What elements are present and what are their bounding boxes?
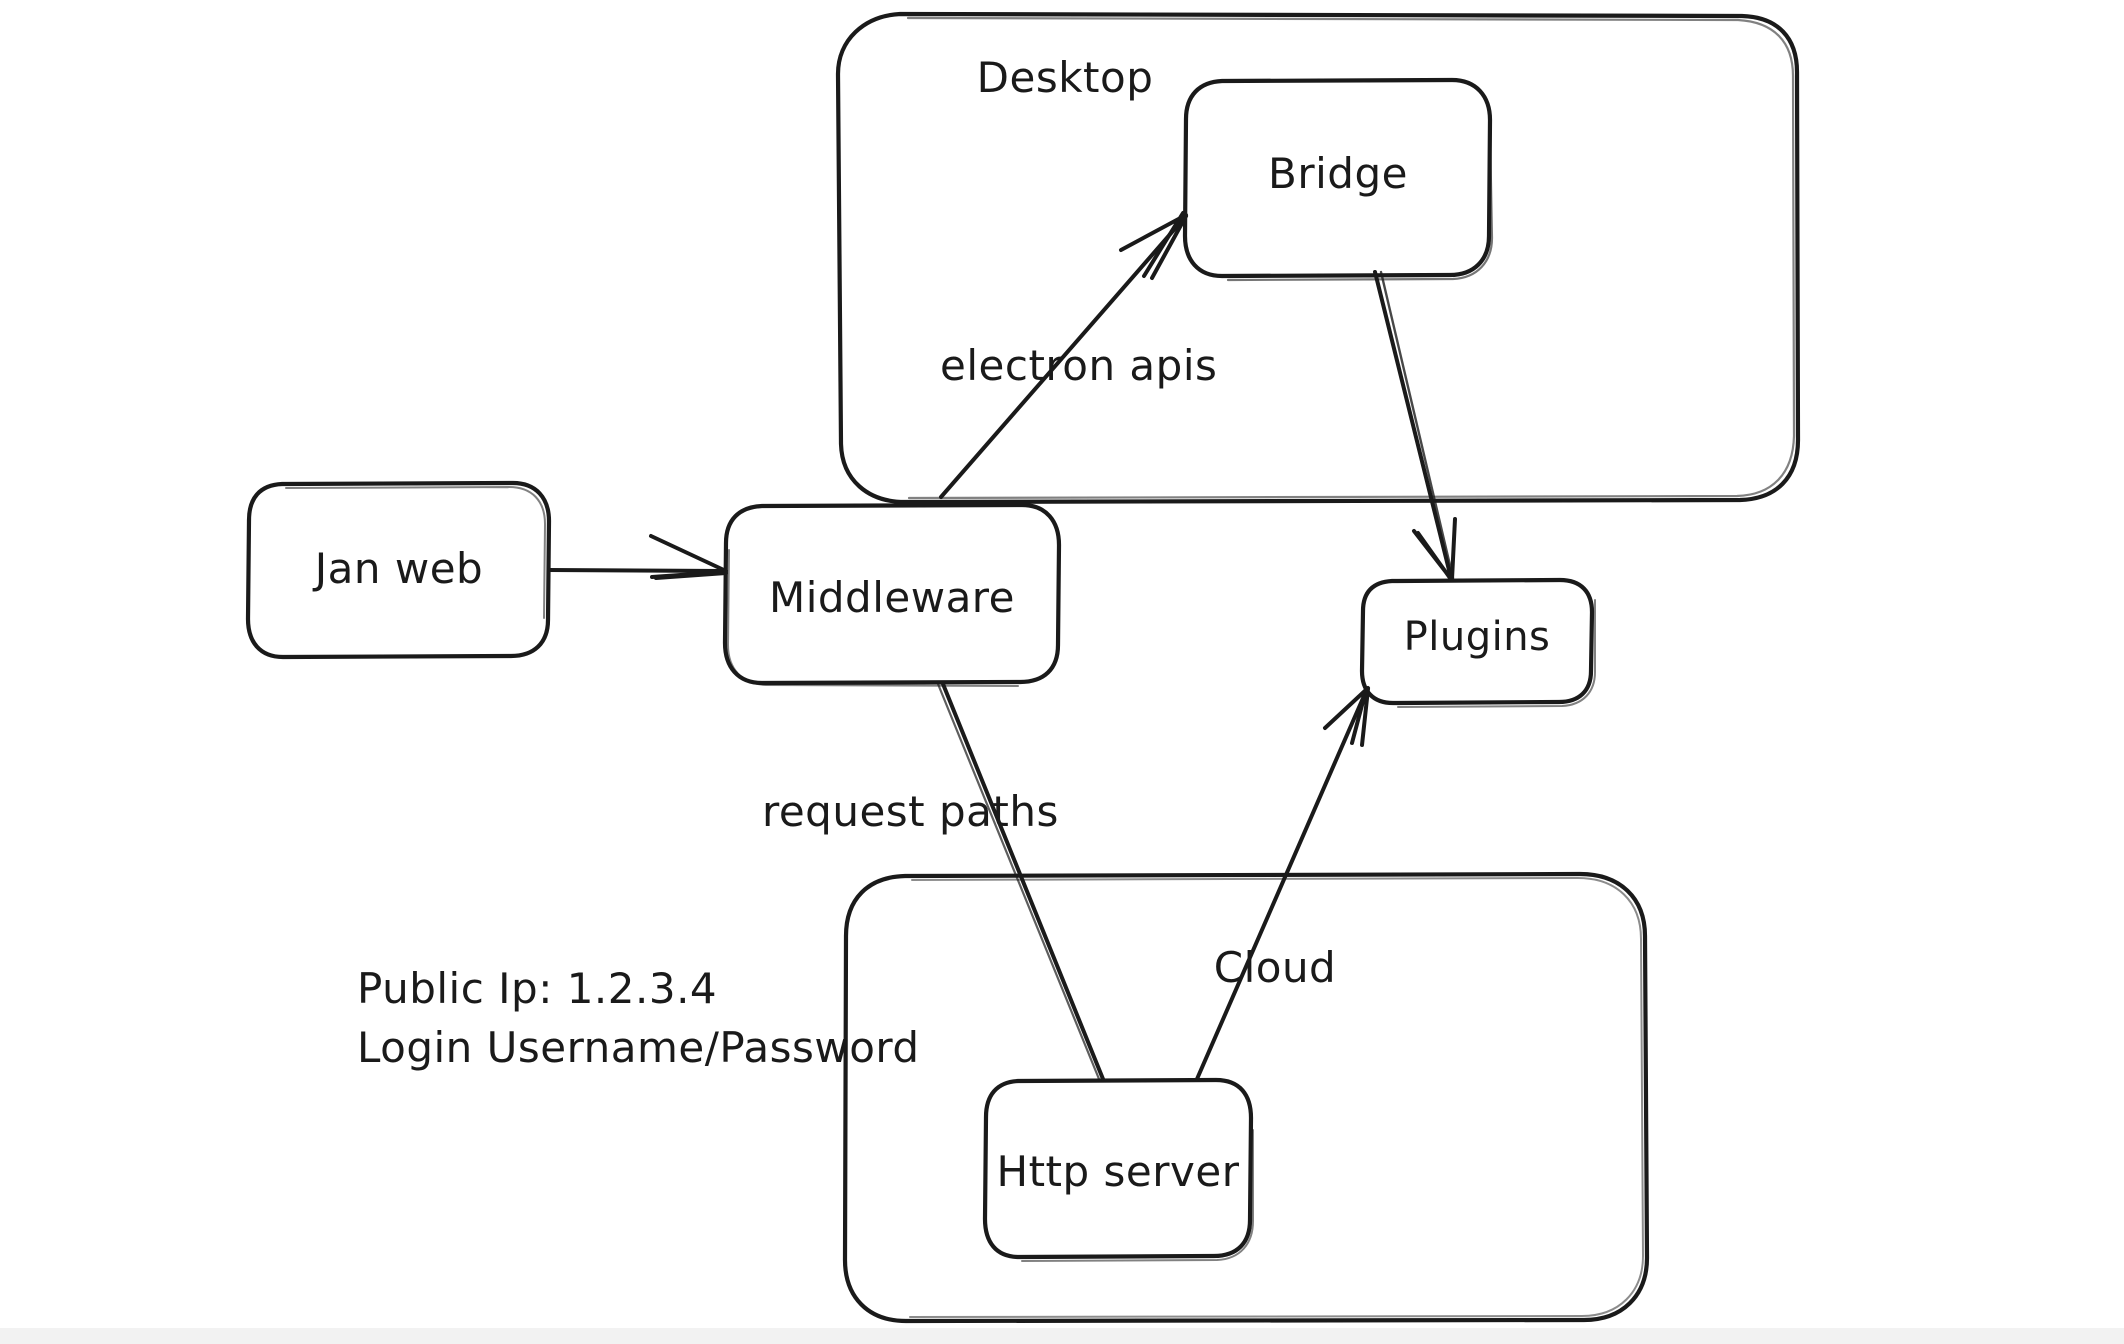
node-jan-web[interactable] xyxy=(245,480,552,660)
public-ip-note: Public Ip: 1.2.3.4 xyxy=(357,964,717,1013)
request-paths-label: request paths xyxy=(762,787,1059,836)
node-bridge[interactable] xyxy=(1182,77,1494,282)
http-server-box-outline xyxy=(982,1077,1254,1260)
arrowhead xyxy=(649,534,728,580)
edge-line-second-stroke xyxy=(936,682,1101,1081)
bottom-edge-band xyxy=(0,1328,2124,1344)
arrowhead xyxy=(1119,211,1188,280)
http-server-label: Http server xyxy=(997,1147,1240,1196)
desktop-container-outline-second-stroke xyxy=(906,16,1796,500)
jan-web-box-outline-second-stroke xyxy=(285,485,547,619)
middleware-box-outline xyxy=(722,502,1062,686)
edge-line xyxy=(941,682,1105,1081)
node-http-server[interactable] xyxy=(982,1077,1254,1262)
edge-line xyxy=(1373,270,1453,580)
edge-bridge-to-plugins xyxy=(1373,270,1457,582)
desktop-container-label: Desktop xyxy=(977,53,1154,102)
cloud-container-outline-second-stroke xyxy=(909,876,1645,1318)
edge-http-server-to-plugins xyxy=(1195,686,1370,1081)
plugins-label: Plugins xyxy=(1404,614,1551,660)
node-plugins[interactable] xyxy=(1359,577,1596,708)
electron-apis-label: electron apis xyxy=(940,341,1217,390)
edge-jan-web-to-middleware xyxy=(547,534,728,580)
plugins-box-outline-second-stroke xyxy=(1397,599,1596,708)
middleware-label: Middleware xyxy=(769,573,1015,622)
node-middleware[interactable] xyxy=(722,502,1062,687)
arrowhead xyxy=(1323,686,1370,747)
edge-line-second-stroke xyxy=(1379,270,1455,580)
edge-line xyxy=(939,214,1188,499)
bridge-box-outline xyxy=(1182,77,1493,279)
container-cloud[interactable] xyxy=(842,871,1650,1324)
login-credentials-note: Login Username/Password xyxy=(357,1023,920,1072)
plugins-box-outline xyxy=(1359,577,1595,706)
edge-http-server-to-middleware xyxy=(936,682,1105,1081)
bridge-label: Bridge xyxy=(1268,149,1408,198)
edge-middleware-to-bridge xyxy=(939,211,1188,499)
bridge-box-outline-second-stroke xyxy=(1226,128,1494,282)
cloud-container-label: Cloud xyxy=(1214,943,1336,992)
middleware-box-outline-second-stroke xyxy=(726,549,1019,687)
cloud-container-outline xyxy=(842,871,1650,1324)
jan-web-label: Jan web xyxy=(312,544,483,593)
container-desktop[interactable] xyxy=(835,11,1801,505)
arrowhead xyxy=(1412,517,1457,582)
edge-line xyxy=(547,568,726,573)
jan-web-box-outline xyxy=(245,480,552,660)
desktop-container-outline xyxy=(835,11,1801,505)
edge-line xyxy=(1195,687,1369,1081)
http-server-box-outline-second-stroke xyxy=(1021,1129,1254,1262)
